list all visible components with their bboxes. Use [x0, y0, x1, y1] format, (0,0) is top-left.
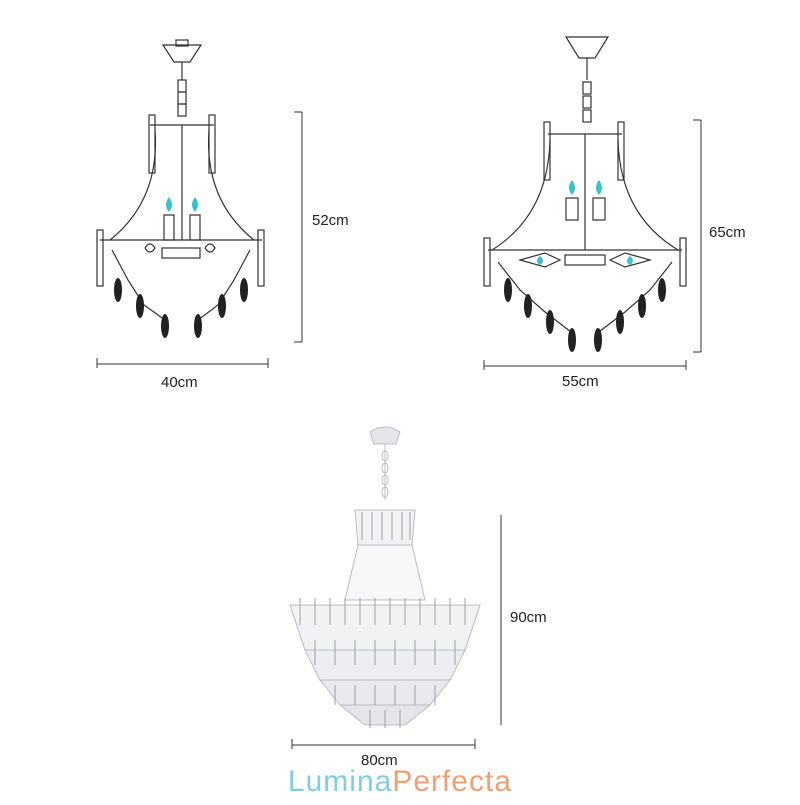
medium-height-label: 65cm [709, 224, 746, 241]
small-width-dimension-line [96, 358, 269, 368]
brand-part-1: Lumina [287, 765, 393, 798]
medium-chandelier-drawing [483, 36, 687, 336]
brand-part-2: Perfecta [392, 765, 513, 798]
large-width-label: 80cm [361, 752, 398, 769]
small-width-label: 40cm [161, 374, 198, 391]
small-chandelier-bulbs [166, 197, 198, 212]
medium-width-dimension-line [483, 360, 687, 370]
medium-height-dimension-line [693, 119, 702, 353]
medium-chandelier-drops [504, 278, 666, 352]
large-chandelier-crystals [299, 512, 466, 728]
large-chandelier-drawing [289, 426, 481, 726]
large-width-dimension-line [291, 739, 476, 749]
small-height-label: 52cm [312, 212, 349, 229]
brand-logo: LuminaPerfecta [0, 765, 800, 799]
small-chandelier-drops [114, 278, 248, 338]
medium-width-label: 55cm [562, 373, 599, 390]
small-height-dimension-line [294, 111, 303, 343]
medium-chandelier-bulbs [537, 180, 633, 265]
large-height-label: 90cm [510, 609, 547, 626]
small-chandelier-drawing [96, 39, 265, 321]
